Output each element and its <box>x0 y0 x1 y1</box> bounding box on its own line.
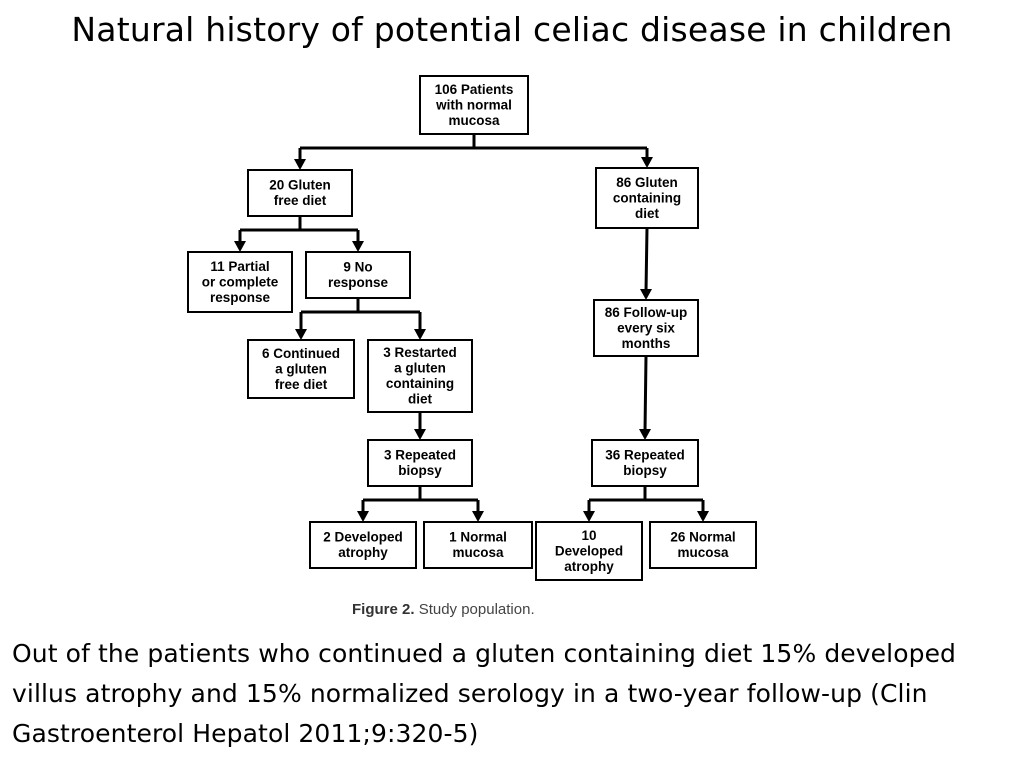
node-label: every six <box>617 320 675 335</box>
node-label: 86 Gluten <box>616 175 678 190</box>
node-box <box>419 75 529 135</box>
arrowhead <box>294 159 306 170</box>
node-label: 3 Repeated <box>384 448 456 463</box>
node-label: 6 Continued <box>262 346 340 361</box>
figure-label: Figure 2. <box>352 601 415 618</box>
node-label: mucosa <box>448 113 500 128</box>
node-box <box>649 521 757 569</box>
node-label: atrophy <box>338 545 388 560</box>
node-box <box>591 439 699 487</box>
node-box <box>187 251 293 313</box>
node-label: a gluten <box>394 361 446 376</box>
node-label: 26 Normal <box>670 530 735 545</box>
arrowhead <box>697 511 709 522</box>
node-label: 10 <box>581 528 596 543</box>
node-label: 1 Normal <box>449 530 507 545</box>
node-label: or complete <box>202 274 279 289</box>
node-box <box>305 251 411 299</box>
node-box <box>367 339 473 413</box>
node-label: diet <box>635 206 660 221</box>
flowchart-edges <box>234 134 709 522</box>
arrowhead <box>414 329 426 340</box>
arrowhead <box>472 511 484 522</box>
arrowhead <box>414 429 426 440</box>
node-label: free diet <box>275 377 328 392</box>
node-label: 86 Follow-up <box>605 305 688 320</box>
connector-line <box>644 227 649 293</box>
node-box <box>423 521 533 569</box>
node-label: free diet <box>274 193 327 208</box>
arrowhead <box>234 241 246 252</box>
node-box <box>247 169 353 217</box>
node-box <box>367 439 473 487</box>
node-label: atrophy <box>564 559 614 574</box>
node-label: response <box>210 290 271 305</box>
node-box <box>247 339 355 399</box>
node-label: 36 Repeated <box>605 448 685 463</box>
node-label: diet <box>408 392 433 407</box>
node-label: containing <box>613 190 681 205</box>
node-label: 3 Restarted <box>383 345 457 360</box>
node-box <box>593 299 699 357</box>
node-label: Developed <box>555 543 623 558</box>
connector-line <box>643 355 648 433</box>
figure-caption-text: Study population. <box>418 601 535 618</box>
node-label: response <box>328 275 389 290</box>
figure-caption: Figure 2. Study population. <box>352 601 535 618</box>
node-label: biopsy <box>398 463 442 478</box>
slide-title: Natural history of potential celiac dise… <box>71 10 953 49</box>
node-box <box>309 521 417 569</box>
arrowhead <box>357 511 369 522</box>
node-box <box>595 167 699 229</box>
arrowhead <box>639 429 651 440</box>
node-label: mucosa <box>452 545 504 560</box>
arrowhead <box>641 157 653 168</box>
node-label: 11 Partial <box>210 259 269 274</box>
arrowhead <box>583 511 595 522</box>
node-label: with normal <box>435 97 512 112</box>
node-label: mucosa <box>677 545 729 560</box>
summary-text: Out of the patients who continued a glut… <box>12 639 957 748</box>
node-label: 20 Gluten <box>269 178 331 193</box>
arrowhead <box>295 329 307 340</box>
node-label: a gluten <box>275 361 327 376</box>
node-box <box>535 521 643 581</box>
node-label: 106 Patients <box>435 82 514 97</box>
node-label: months <box>622 336 671 351</box>
node-label: 2 Developed <box>323 530 403 545</box>
node-label: 9 No <box>343 260 372 275</box>
node-label: biopsy <box>623 463 667 478</box>
arrowhead <box>640 289 652 300</box>
arrowhead <box>352 241 364 252</box>
node-label: containing <box>386 376 454 391</box>
